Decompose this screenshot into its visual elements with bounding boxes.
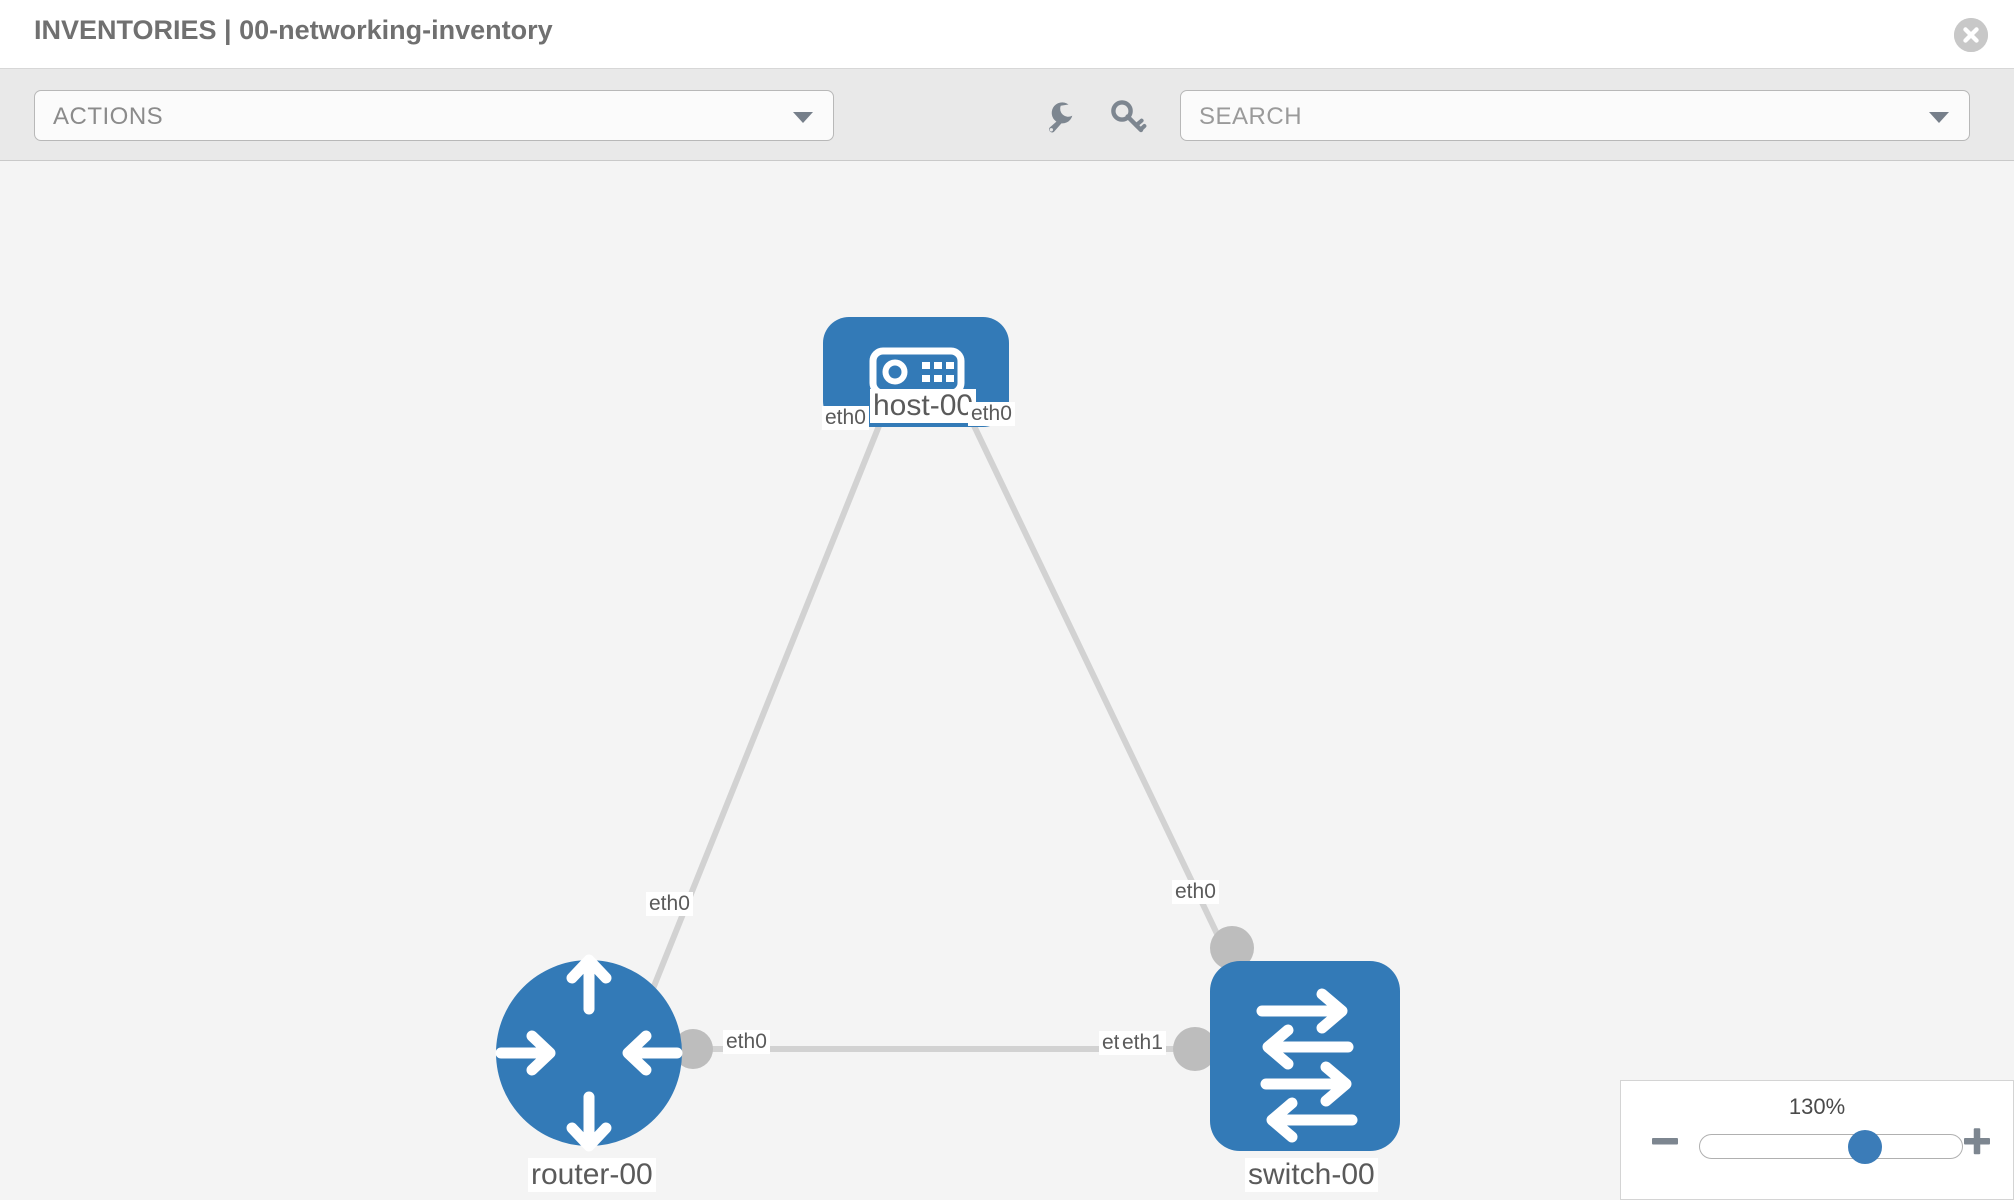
iface-label-switch00-up: eth0 — [1172, 880, 1219, 905]
chevron-down-icon[interactable] — [1929, 112, 1949, 123]
iface-label-router00-up: eth0 — [646, 892, 693, 917]
topology-links — [637, 384, 1233, 1052]
link-host00-router00[interactable] — [637, 384, 898, 1023]
zoom-slider[interactable] — [1699, 1130, 1963, 1164]
page-header: INVENTORIES | 00-networking-inventory — [0, 0, 2014, 69]
minus-icon[interactable] — [1649, 1125, 1681, 1157]
node-router-00[interactable] — [495, 954, 683, 1152]
close-icon[interactable] — [1954, 18, 1988, 52]
endpoint-switch00-top[interactable] — [1210, 926, 1254, 970]
switch-arrows-icon — [1256, 988, 1358, 1143]
topology-endpoints — [673, 354, 1254, 1071]
chevron-down-icon — [793, 112, 813, 123]
iface-label-switch00-left-eth1: eth1 — [1119, 1031, 1166, 1056]
endpoint-switch00-left[interactable] — [1173, 1027, 1217, 1071]
iface-label-router00-right: eth0 — [723, 1030, 770, 1055]
node-label-host-00: host-00 — [870, 389, 977, 423]
link-host00-switch00[interactable] — [952, 384, 1233, 963]
actions-dropdown-label: ACTIONS — [53, 103, 164, 130]
search-input[interactable]: SEARCH — [1180, 90, 1970, 141]
key-icon[interactable] — [1108, 97, 1148, 137]
topology-canvas[interactable]: eth0 host-00 eth0 eth0 eth0 eth0 eth0 et… — [0, 161, 2014, 1200]
page-title: INVENTORIES | 00-networking-inventory — [34, 15, 553, 45]
endpoint-router00-right[interactable] — [673, 1029, 713, 1069]
router-arrows-icon — [495, 954, 683, 1152]
toolbar: ACTIONS SEARCH — [0, 69, 2014, 161]
search-placeholder: SEARCH — [1199, 103, 1303, 130]
node-label-router-00: router-00 — [528, 1158, 656, 1192]
iface-label-host00-left: eth0 — [822, 406, 869, 431]
plus-icon[interactable] — [1961, 1125, 1993, 1157]
node-switch-00[interactable] — [1210, 961, 1400, 1151]
node-label-switch-00: switch-00 — [1245, 1158, 1378, 1192]
zoom-control-panel: 130% — [1620, 1080, 2014, 1200]
actions-dropdown[interactable]: ACTIONS — [34, 90, 834, 141]
topology-graph — [495, 317, 1400, 1152]
zoom-level-label: 130% — [1788, 1094, 1846, 1119]
zoom-slider-thumb[interactable] — [1848, 1130, 1883, 1164]
wrench-icon[interactable] — [1040, 97, 1080, 137]
iface-label-host00-right: eth0 — [968, 402, 1015, 427]
